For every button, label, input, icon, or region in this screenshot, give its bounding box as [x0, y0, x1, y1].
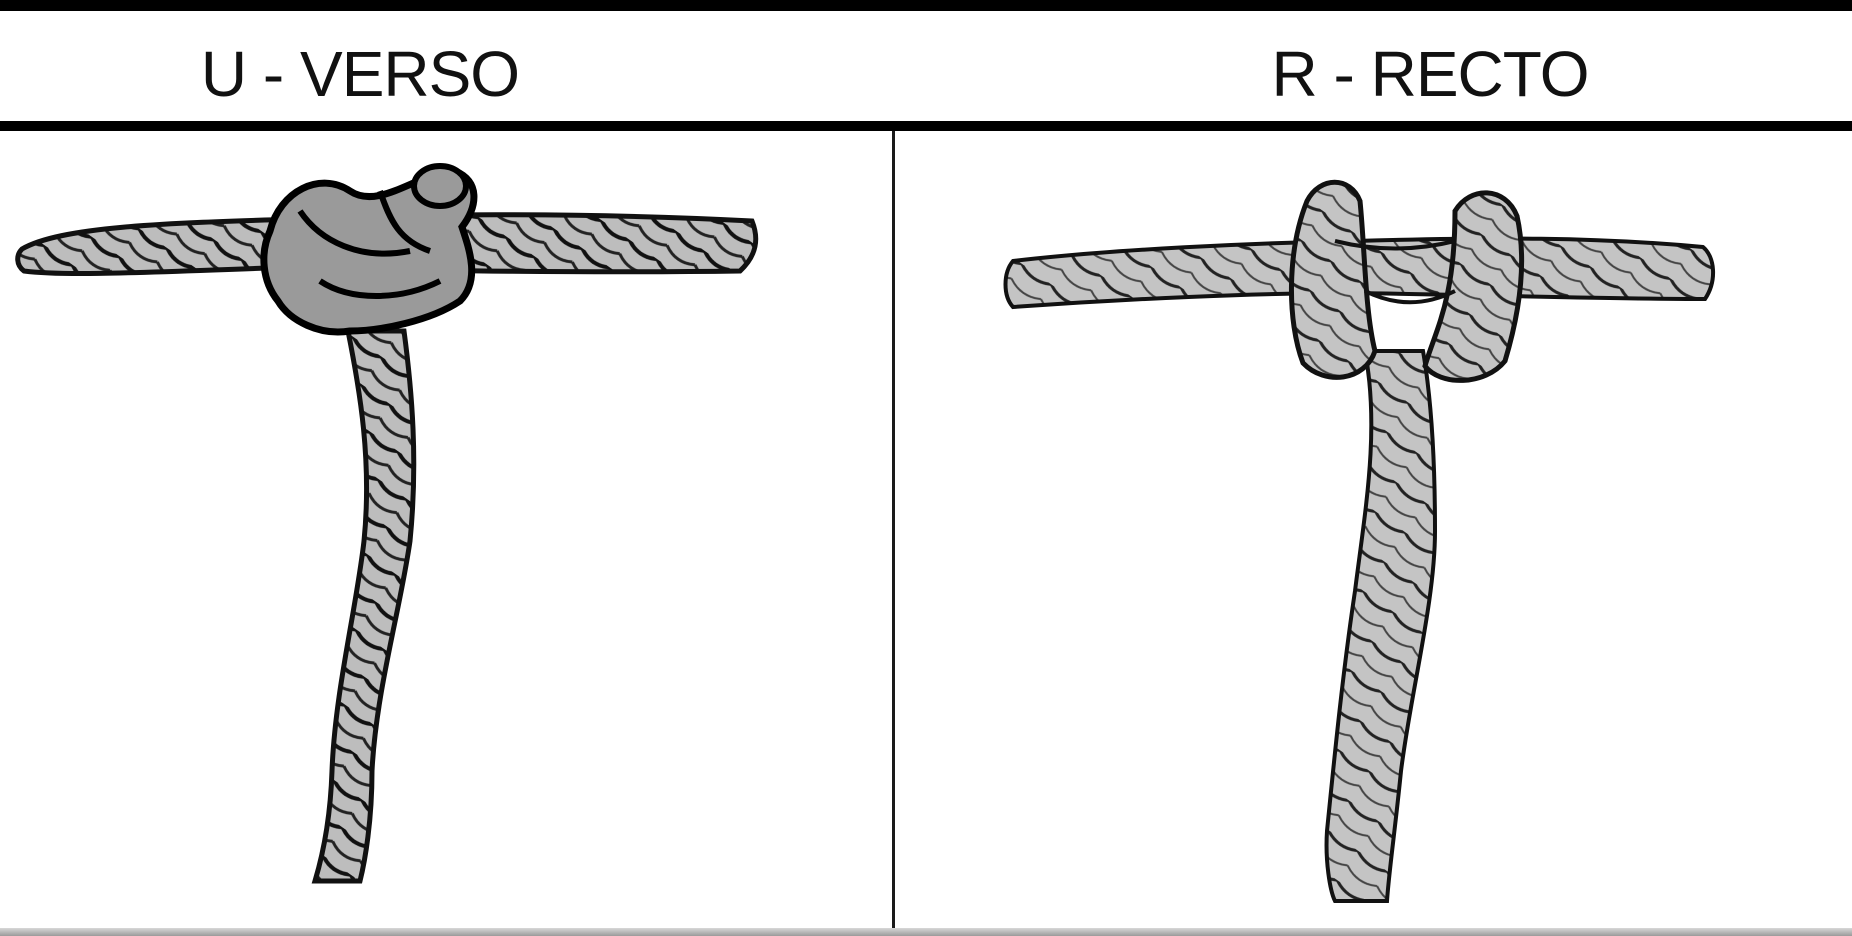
knot-illustration-recto [1003, 179, 1715, 903]
bottom-edge [0, 928, 1852, 936]
knot-loop-left [1288, 179, 1378, 380]
panel-label-verso: U - VERSO [200, 38, 520, 110]
panel-label-recto: R - RECTO [1271, 38, 1590, 110]
top-rule [0, 0, 1852, 11]
knot-illustration-verso [15, 163, 759, 884]
header-rule [0, 121, 1852, 131]
rope-vertical [1324, 349, 1438, 903]
rope-vertical [311, 328, 417, 884]
panel-divider [892, 131, 895, 936]
knot-loop-right [1422, 190, 1525, 383]
